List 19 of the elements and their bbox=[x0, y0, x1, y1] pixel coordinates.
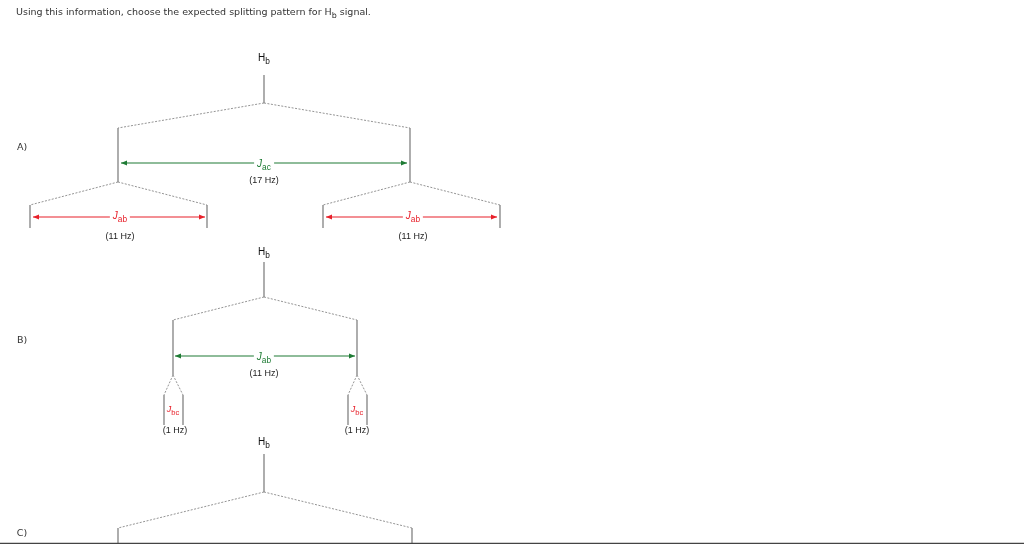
option-label: B) bbox=[16, 335, 28, 345]
proton-label: H$_{b}$ bbox=[258, 52, 270, 66]
coupling-value-label: (11 Hz) bbox=[249, 368, 279, 378]
coupling-value-label: (17 Hz) bbox=[249, 175, 279, 185]
proton-label: H$_{b}$ bbox=[258, 436, 270, 450]
coupling-value-label: (1 Hz) bbox=[344, 425, 370, 435]
coupling-constant-label: J$_{ab}$ bbox=[402, 210, 424, 224]
coupling-value-label: (11 Hz) bbox=[105, 231, 135, 241]
proton-label: H$_{b}$ bbox=[258, 246, 270, 260]
option-label: C) bbox=[16, 528, 28, 538]
option-label: A) bbox=[16, 142, 28, 152]
coupling-value-label: (11 Hz) bbox=[398, 231, 428, 241]
coupling-constant-label: J$_{ab}$ bbox=[109, 210, 131, 224]
question-text: Using this information, choose the expected splitting pattern for H$_{b}$ signal. bbox=[16, 6, 371, 20]
coupling-constant-label: J$_{ac}$ bbox=[254, 158, 274, 172]
coupling-constant-label: J$_{bc}$ bbox=[350, 405, 364, 417]
coupling-constant-label: J$_{bc}$ bbox=[166, 405, 180, 417]
coupling-constant-label: J$_{ab}$ bbox=[253, 351, 275, 365]
coupling-value-label: (1 Hz) bbox=[162, 425, 188, 435]
